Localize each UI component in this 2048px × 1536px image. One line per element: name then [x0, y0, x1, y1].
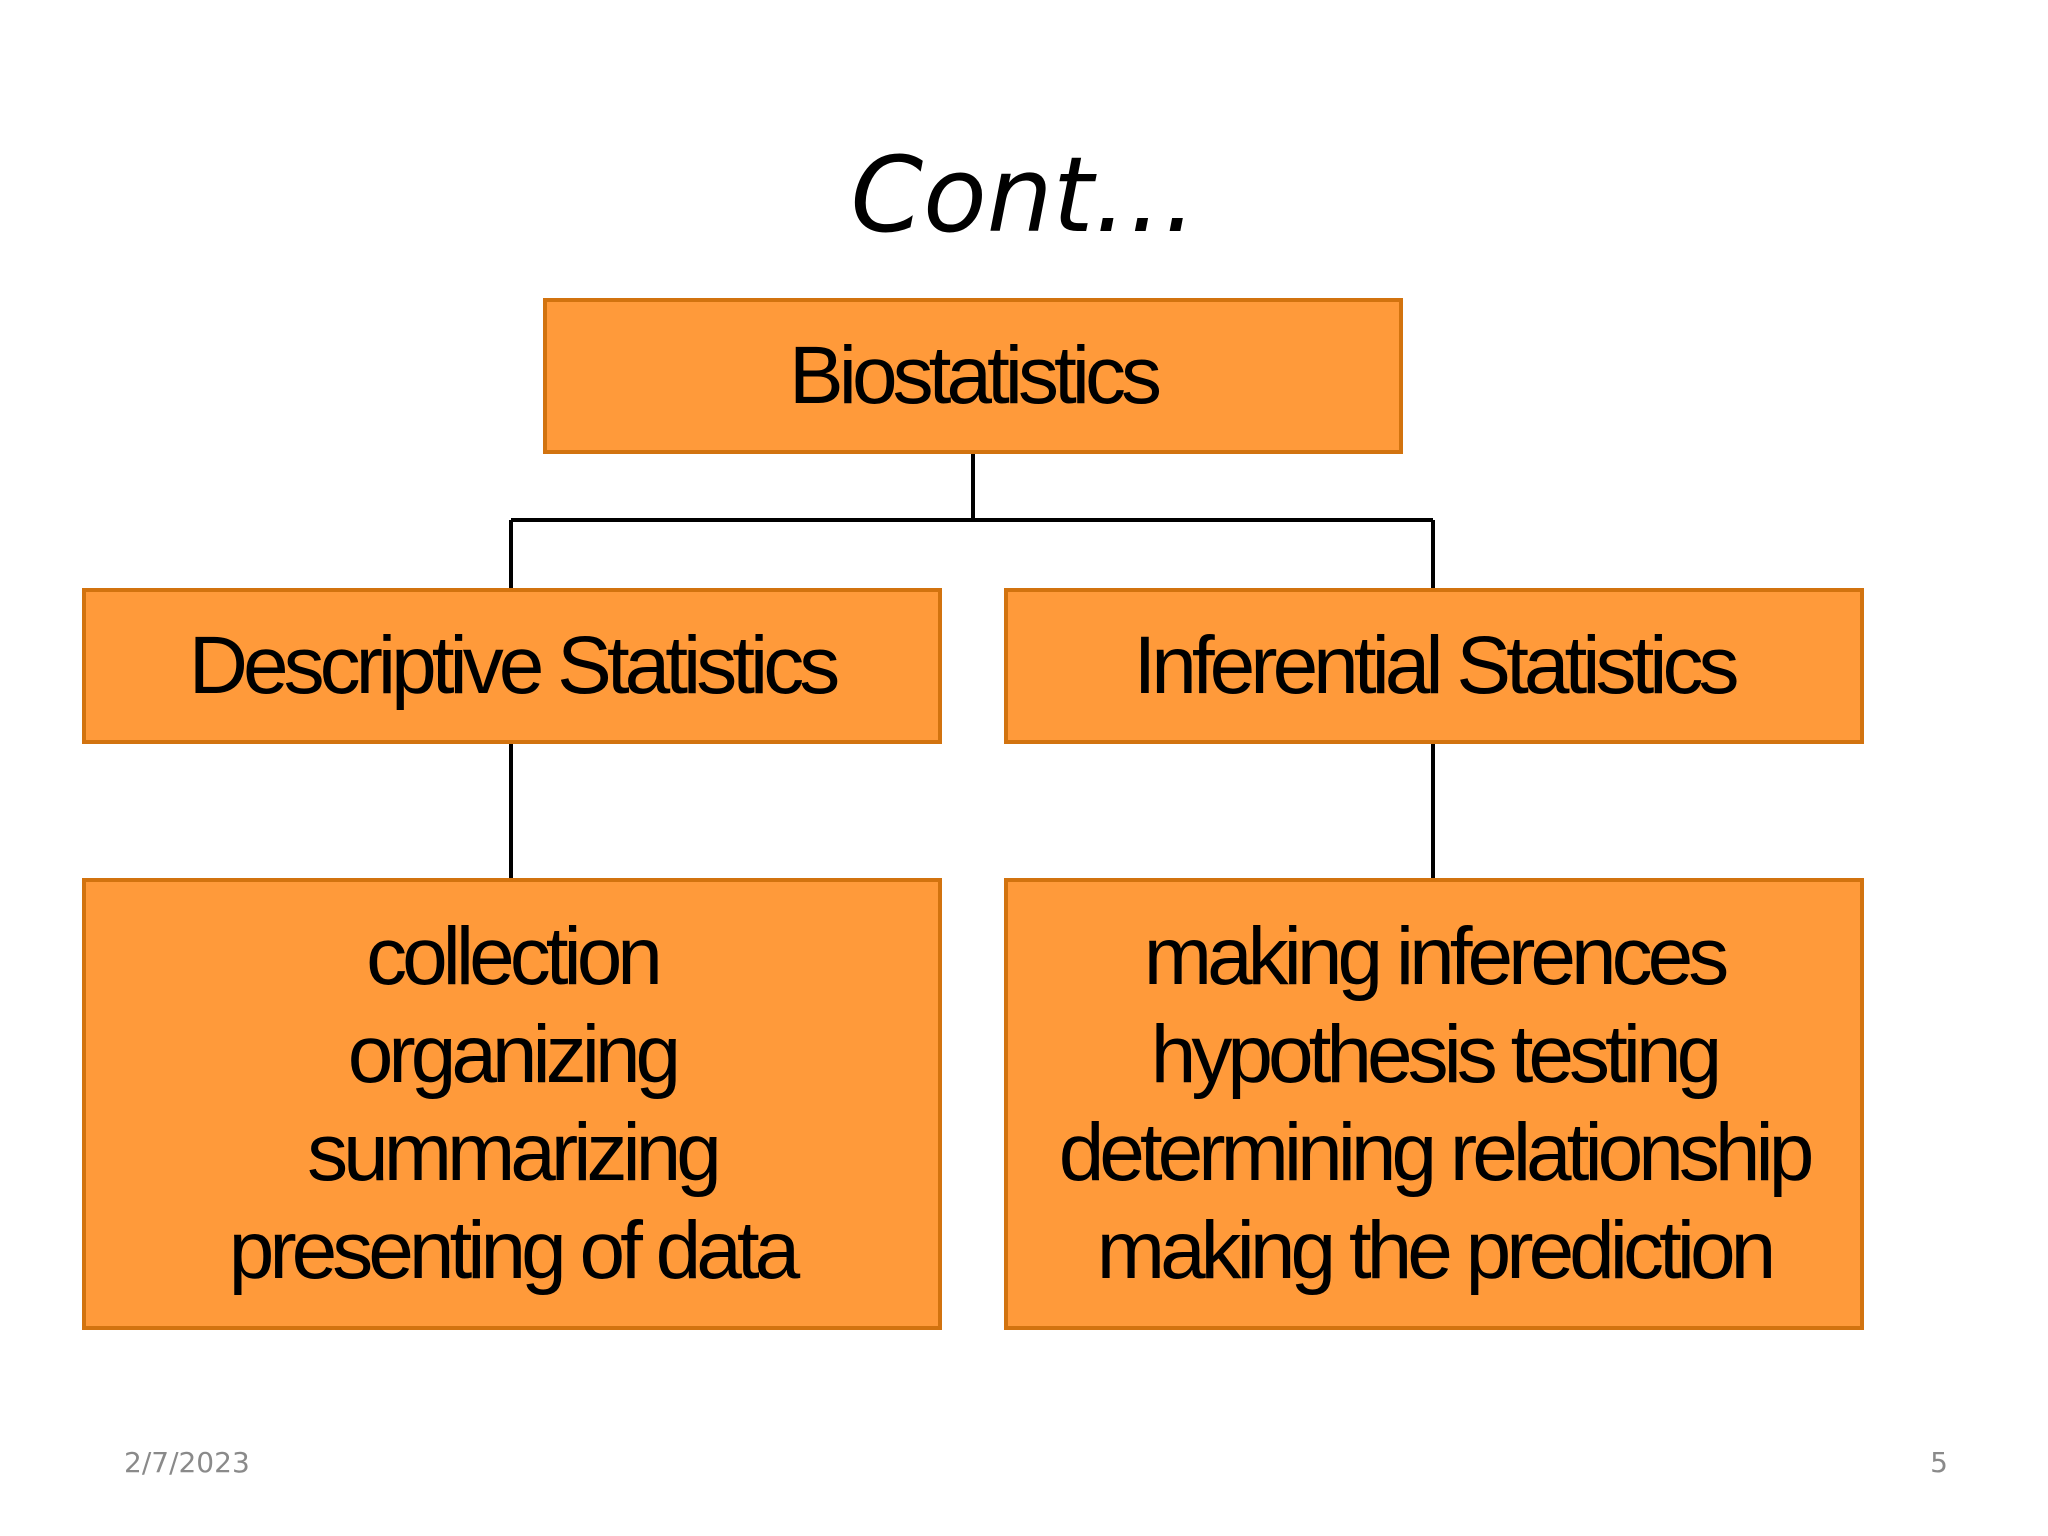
descriptive-items-list: collection organizing summarizing presen… [228, 908, 800, 1300]
slide-date: 2/7/2023 [124, 1446, 250, 1479]
biostatistics-label: Biostatistics [789, 330, 1162, 421]
descriptive-item-organizing: organizing [347, 1009, 681, 1100]
inferential-item-hypothesis: hypothesis testing [1150, 1009, 1722, 1100]
inferential-statistics-box: Inferential Statistics [1004, 588, 1864, 744]
descriptive-statistics-box: Descriptive Statistics [82, 588, 942, 744]
biostatistics-box: Biostatistics [543, 298, 1403, 454]
descriptive-item-summarizing: summarizing [307, 1107, 722, 1198]
inferential-item-relationship: determining relationship [1058, 1107, 1815, 1198]
descriptive-item-presenting: presenting of data [228, 1205, 800, 1296]
slide-page-number: 5 [1930, 1446, 1948, 1479]
inferential-items-list: making inferences hypothesis testing det… [1058, 908, 1815, 1300]
inferential-item-inferences: making inferences [1143, 911, 1729, 1002]
descriptive-item-collection: collection [366, 911, 663, 1002]
descriptive-statistics-label: Descriptive Statistics [188, 620, 840, 711]
slide-title: Cont… [850, 134, 1198, 256]
inferential-details-box: making inferences hypothesis testing det… [1004, 878, 1864, 1330]
inferential-statistics-label: Inferential Statistics [1133, 620, 1740, 711]
descriptive-details-box: collection organizing summarizing presen… [82, 878, 942, 1330]
inferential-item-prediction: making the prediction [1096, 1205, 1776, 1296]
